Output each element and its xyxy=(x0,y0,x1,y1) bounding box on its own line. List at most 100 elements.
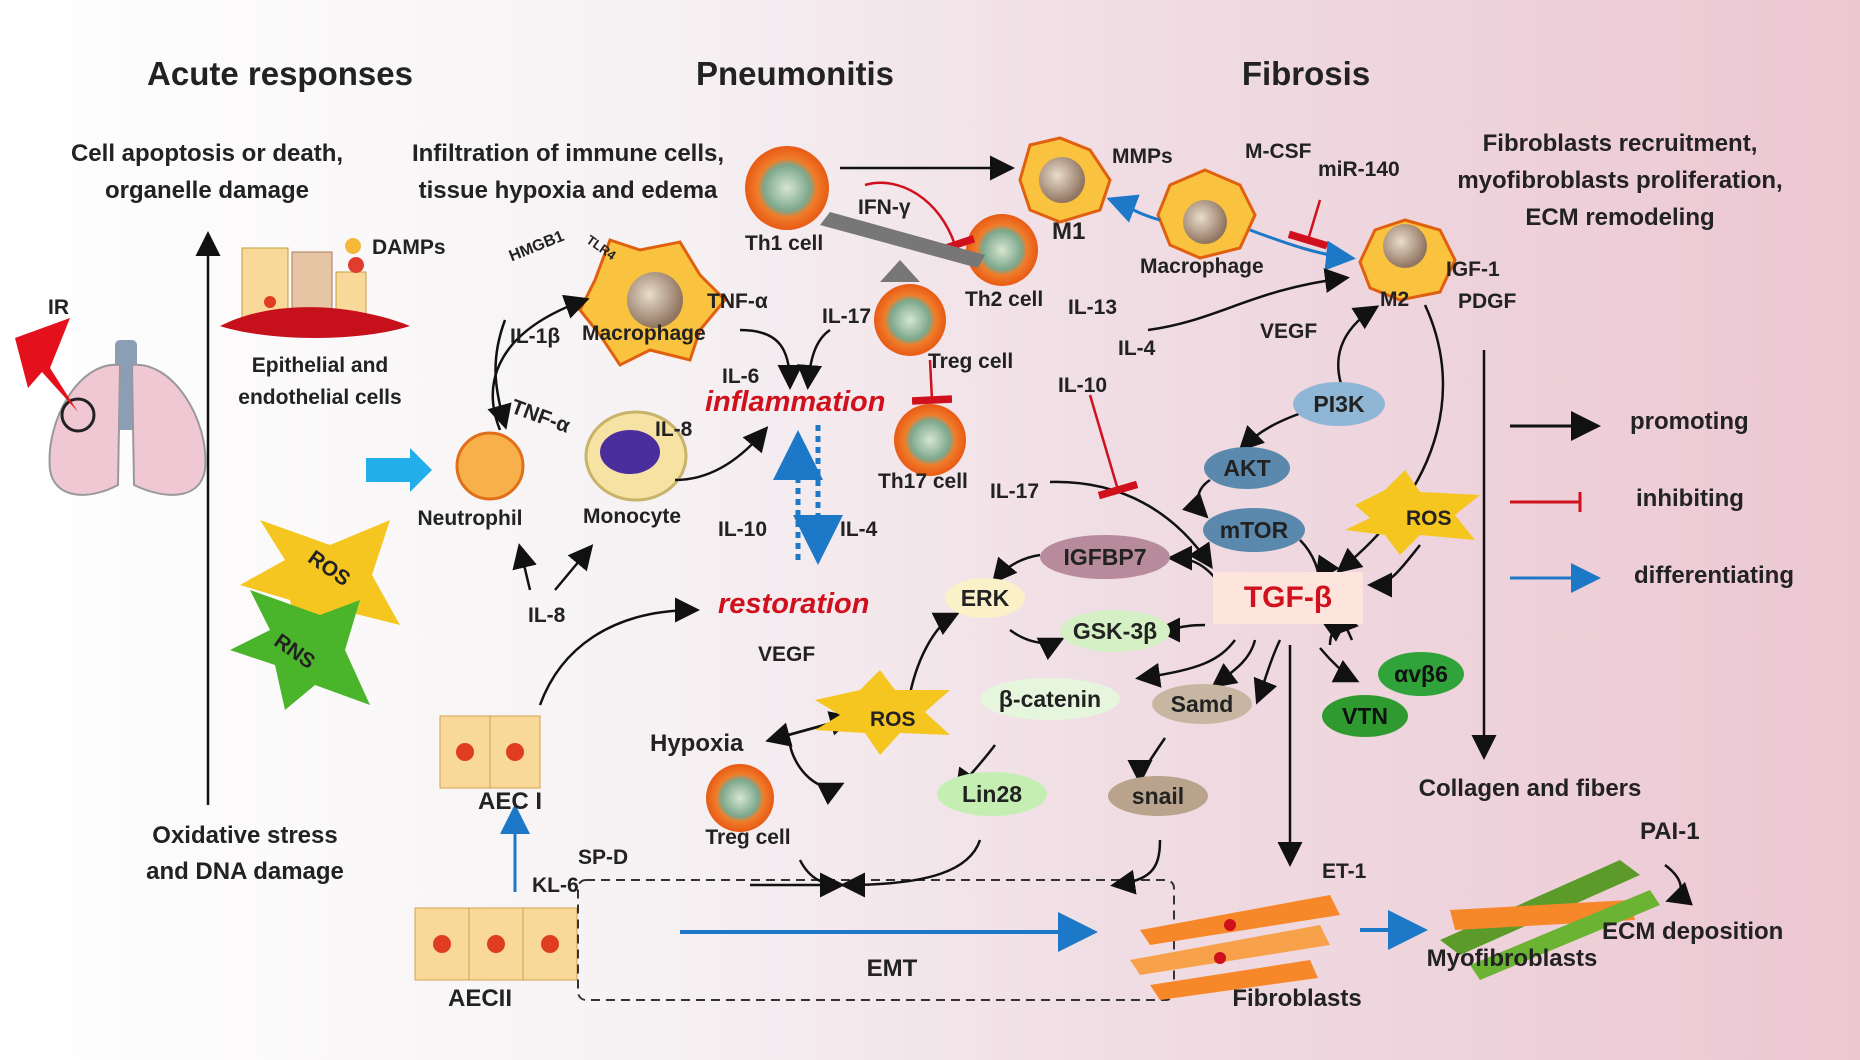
igf1-label: IGF-1 xyxy=(1446,258,1500,281)
ir-label: IR xyxy=(48,296,69,319)
aec1-label: AEC I xyxy=(477,788,543,815)
aec2-cells-icon xyxy=(414,907,578,981)
macrophage-fibrosis-label: Macrophage xyxy=(1140,255,1264,278)
infiltration-label-1: Infiltration of immune cells, xyxy=(411,140,725,167)
neutrophil-cell-icon xyxy=(455,431,525,501)
vegf-label-pneumonitis: VEGF xyxy=(758,643,816,666)
vtn-node: VTN xyxy=(1322,695,1408,737)
treg-cell-bottom-icon xyxy=(706,764,774,832)
lin28-node: Lin28 xyxy=(937,772,1047,816)
il10-label-fibrosis: IL-10 xyxy=(1058,374,1108,397)
th2-cell-icon xyxy=(966,214,1038,286)
et1-label: ET-1 xyxy=(1322,860,1367,883)
avb6-node: αvβ6 xyxy=(1378,652,1464,696)
th17-label: Th17 cell xyxy=(878,470,968,493)
pai1-label: PAI-1 xyxy=(1640,818,1700,845)
il10-label-pneumonitis: IL-10 xyxy=(718,518,768,541)
myofibroblasts-icon xyxy=(1440,860,1660,980)
pdgf-label: PDGF xyxy=(1458,290,1517,313)
il8-label-bottom: IL-8 xyxy=(528,604,566,627)
damps-particle-icon xyxy=(345,238,361,254)
fibro-label-1: Fibroblasts recruitment, xyxy=(1482,130,1758,157)
treg-label: Treg cell xyxy=(928,350,1014,373)
th1-label: Th1 cell xyxy=(745,232,824,255)
il17-label-bottom: IL-17 xyxy=(990,480,1040,503)
treg-cell-icon xyxy=(874,284,946,356)
treg-bottom-label: Treg cell xyxy=(705,826,791,849)
neutrophil-label: Neutrophil xyxy=(417,507,523,530)
gsk-node: GSK-3β xyxy=(1060,610,1170,652)
fibroblasts-label: Fibroblasts xyxy=(1232,985,1362,1012)
legend-promoting-label: promoting xyxy=(1630,408,1749,435)
mmps-label: MMPs xyxy=(1112,145,1173,168)
ros-star-icon xyxy=(240,520,400,650)
il8-label-top: IL-8 xyxy=(655,418,693,441)
rns-star-icon xyxy=(230,590,370,710)
damps-label: DAMPs xyxy=(372,236,446,259)
aec1-cells-icon xyxy=(439,715,541,789)
big-blue-arrow xyxy=(366,448,432,492)
infiltration-label-2: tissue hypoxia and edema xyxy=(418,177,718,204)
aec2-label: AECII xyxy=(447,985,513,1012)
oxidative-label-1: Oxidative stress xyxy=(152,822,338,849)
sp-d-label: SP-D xyxy=(578,846,629,869)
legend-inhibiting-label: inhibiting xyxy=(1636,485,1744,512)
mir140-label: miR-140 xyxy=(1318,158,1400,181)
mtor-node: mTOR xyxy=(1203,508,1305,552)
ecm-deposition-label: ECM deposition xyxy=(1602,918,1784,945)
m2-label: M2 xyxy=(1380,288,1410,311)
tnfa-label-top: TNF-α xyxy=(707,290,768,313)
legend-differentiating-label: differentiating xyxy=(1634,562,1794,589)
il17-label-top: IL-17 xyxy=(822,305,872,328)
header-fibrosis: Fibrosis xyxy=(1241,55,1371,92)
oxidative-label-2: and DNA damage xyxy=(146,858,344,885)
epithelial-label-2: endothelial cells xyxy=(238,386,402,409)
collagen-label: Collagen and fibers xyxy=(1418,775,1642,802)
header-pneumonitis: Pneumonitis xyxy=(695,55,895,92)
mcsf-label: M-CSF xyxy=(1245,140,1312,163)
emt-label: EMT xyxy=(866,955,918,982)
erk-node: ERK xyxy=(945,578,1025,618)
samd-node: Samd xyxy=(1152,684,1252,724)
tgfb-node: TGF-β xyxy=(1213,572,1363,624)
il4-label-pneumonitis: IL-4 xyxy=(840,518,878,541)
il4-label-fibrosis: IL-4 xyxy=(1118,337,1156,360)
igfbp7-node: IGFBP7 xyxy=(1040,535,1170,579)
epithelial-label-1: Epithelial and xyxy=(251,354,389,377)
lungs-icon xyxy=(48,340,207,496)
damps-particle-icon xyxy=(348,257,364,273)
ifng-label: IFN-γ xyxy=(858,196,911,219)
ros-fibrosis-label: ROS xyxy=(1406,507,1452,530)
macrophage-pneumonitis-label: Macrophage xyxy=(582,322,706,345)
il1b-label: IL-1β xyxy=(510,325,561,348)
fibro-label-3: ECM remodeling xyxy=(1525,204,1715,231)
balance-beam xyxy=(820,212,985,268)
m1-label: M1 xyxy=(1052,218,1086,245)
ros-pathway-label: ROS xyxy=(870,708,916,731)
restoration-label: restoration xyxy=(718,588,870,620)
fibro-label-2: myofibroblasts proliferation, xyxy=(1457,167,1783,194)
th17-cell-icon xyxy=(894,404,966,476)
ros-burst-icon xyxy=(815,670,950,755)
kl-6-label: KL-6 xyxy=(532,874,579,897)
epithelial-cells-icon xyxy=(220,247,410,338)
beta-catenin-node: β-catenin xyxy=(980,678,1120,720)
snail-node: snail xyxy=(1108,776,1208,816)
il13-label: IL-13 xyxy=(1068,296,1118,319)
vegf-label-fibrosis: VEGF xyxy=(1260,320,1318,343)
monocyte-label: Monocyte xyxy=(582,505,682,528)
th1-cell-icon xyxy=(745,146,829,230)
pi3k-node: PI3K xyxy=(1293,382,1385,426)
header-acute-responses: Acute responses xyxy=(147,55,413,92)
th2-label: Th2 cell xyxy=(965,288,1044,311)
emt-dashed-box xyxy=(577,879,1175,1001)
akt-node: AKT xyxy=(1204,447,1290,489)
cell-apoptosis-label-1: Cell apoptosis or death, xyxy=(70,140,344,167)
inflammation-label: inflammation xyxy=(705,386,886,418)
fibroblasts-icon xyxy=(1130,895,1340,1000)
cell-apoptosis-label-2: organelle damage xyxy=(104,177,310,204)
radiation-bolt-icon xyxy=(15,318,78,412)
balance-fulcrum xyxy=(880,260,920,282)
